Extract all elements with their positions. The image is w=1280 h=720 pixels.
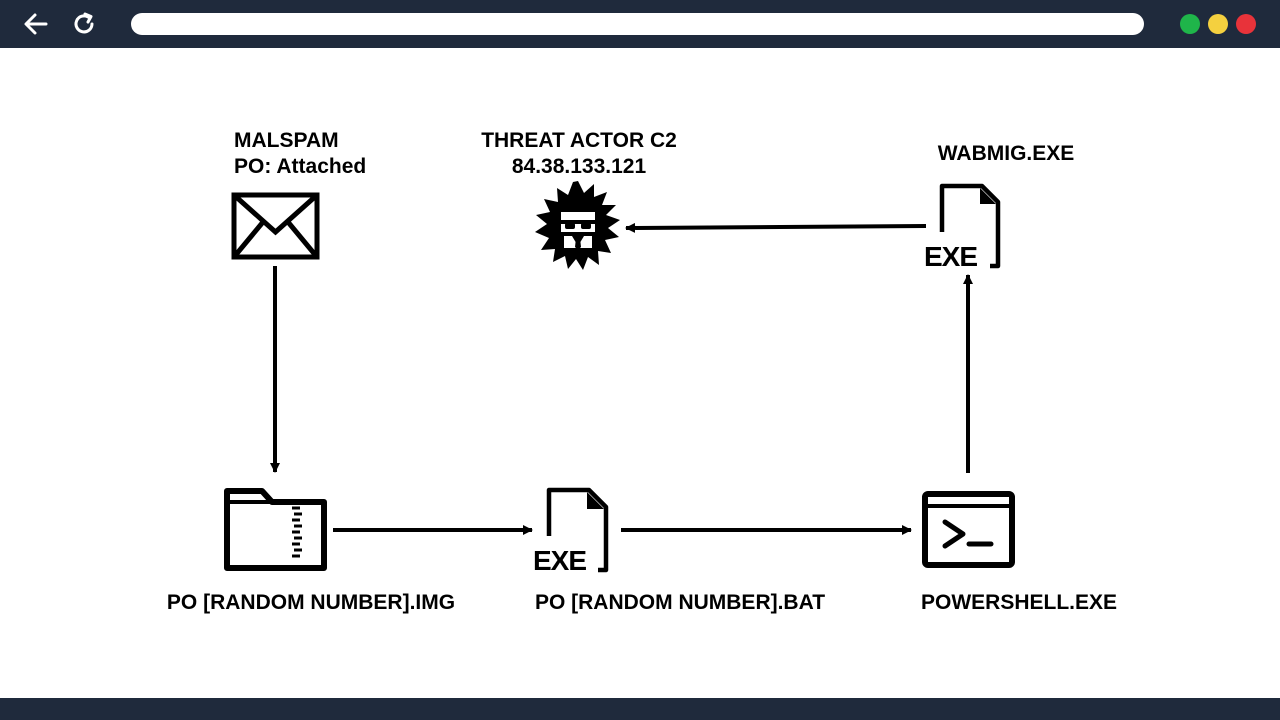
browser-bottom-bar xyxy=(0,698,1280,720)
zip-folder-icon xyxy=(224,488,327,571)
malspam-label: MALSPAM PO: Attached xyxy=(234,128,366,180)
reload-icon xyxy=(74,12,94,34)
bat-label: PO [RANDOM NUMBER].BAT xyxy=(534,591,826,614)
envelope-icon xyxy=(231,192,320,260)
window-close-button[interactable] xyxy=(1236,14,1256,34)
wabmig-label: WABMIG.EXE xyxy=(937,142,1075,165)
window-minimize-button[interactable] xyxy=(1208,14,1228,34)
arrow-wabmig-to-c2 xyxy=(625,222,927,233)
terminal-icon xyxy=(922,491,1015,568)
hacker-icon xyxy=(535,181,620,270)
c2-ip-address: 84.38.133.121 xyxy=(511,155,647,178)
malspam-subtitle: PO: Attached xyxy=(234,155,367,178)
address-bar[interactable] xyxy=(131,13,1144,35)
wabmig-exe-file-icon xyxy=(939,183,1001,269)
bat-exe-file-icon xyxy=(546,487,609,573)
c2-title: THREAT ACTOR C2 xyxy=(481,129,677,152)
back-arrow-icon xyxy=(24,13,48,35)
reload-button[interactable] xyxy=(70,10,98,38)
bat-exe-icon-text: EXE xyxy=(533,545,587,576)
powershell-label: POWERSHELL.EXE xyxy=(920,591,1118,614)
window-maximize-button[interactable] xyxy=(1180,14,1200,34)
malspam-title: MALSPAM xyxy=(234,129,339,152)
back-button[interactable] xyxy=(22,10,50,38)
wabmig-exe-icon-text: EXE xyxy=(924,241,978,272)
browser-toolbar xyxy=(0,0,1280,48)
c2-label: THREAT ACTOR C2 84.38.133.121 xyxy=(481,128,677,180)
img-label: PO [RANDOM NUMBER].IMG xyxy=(166,591,456,614)
